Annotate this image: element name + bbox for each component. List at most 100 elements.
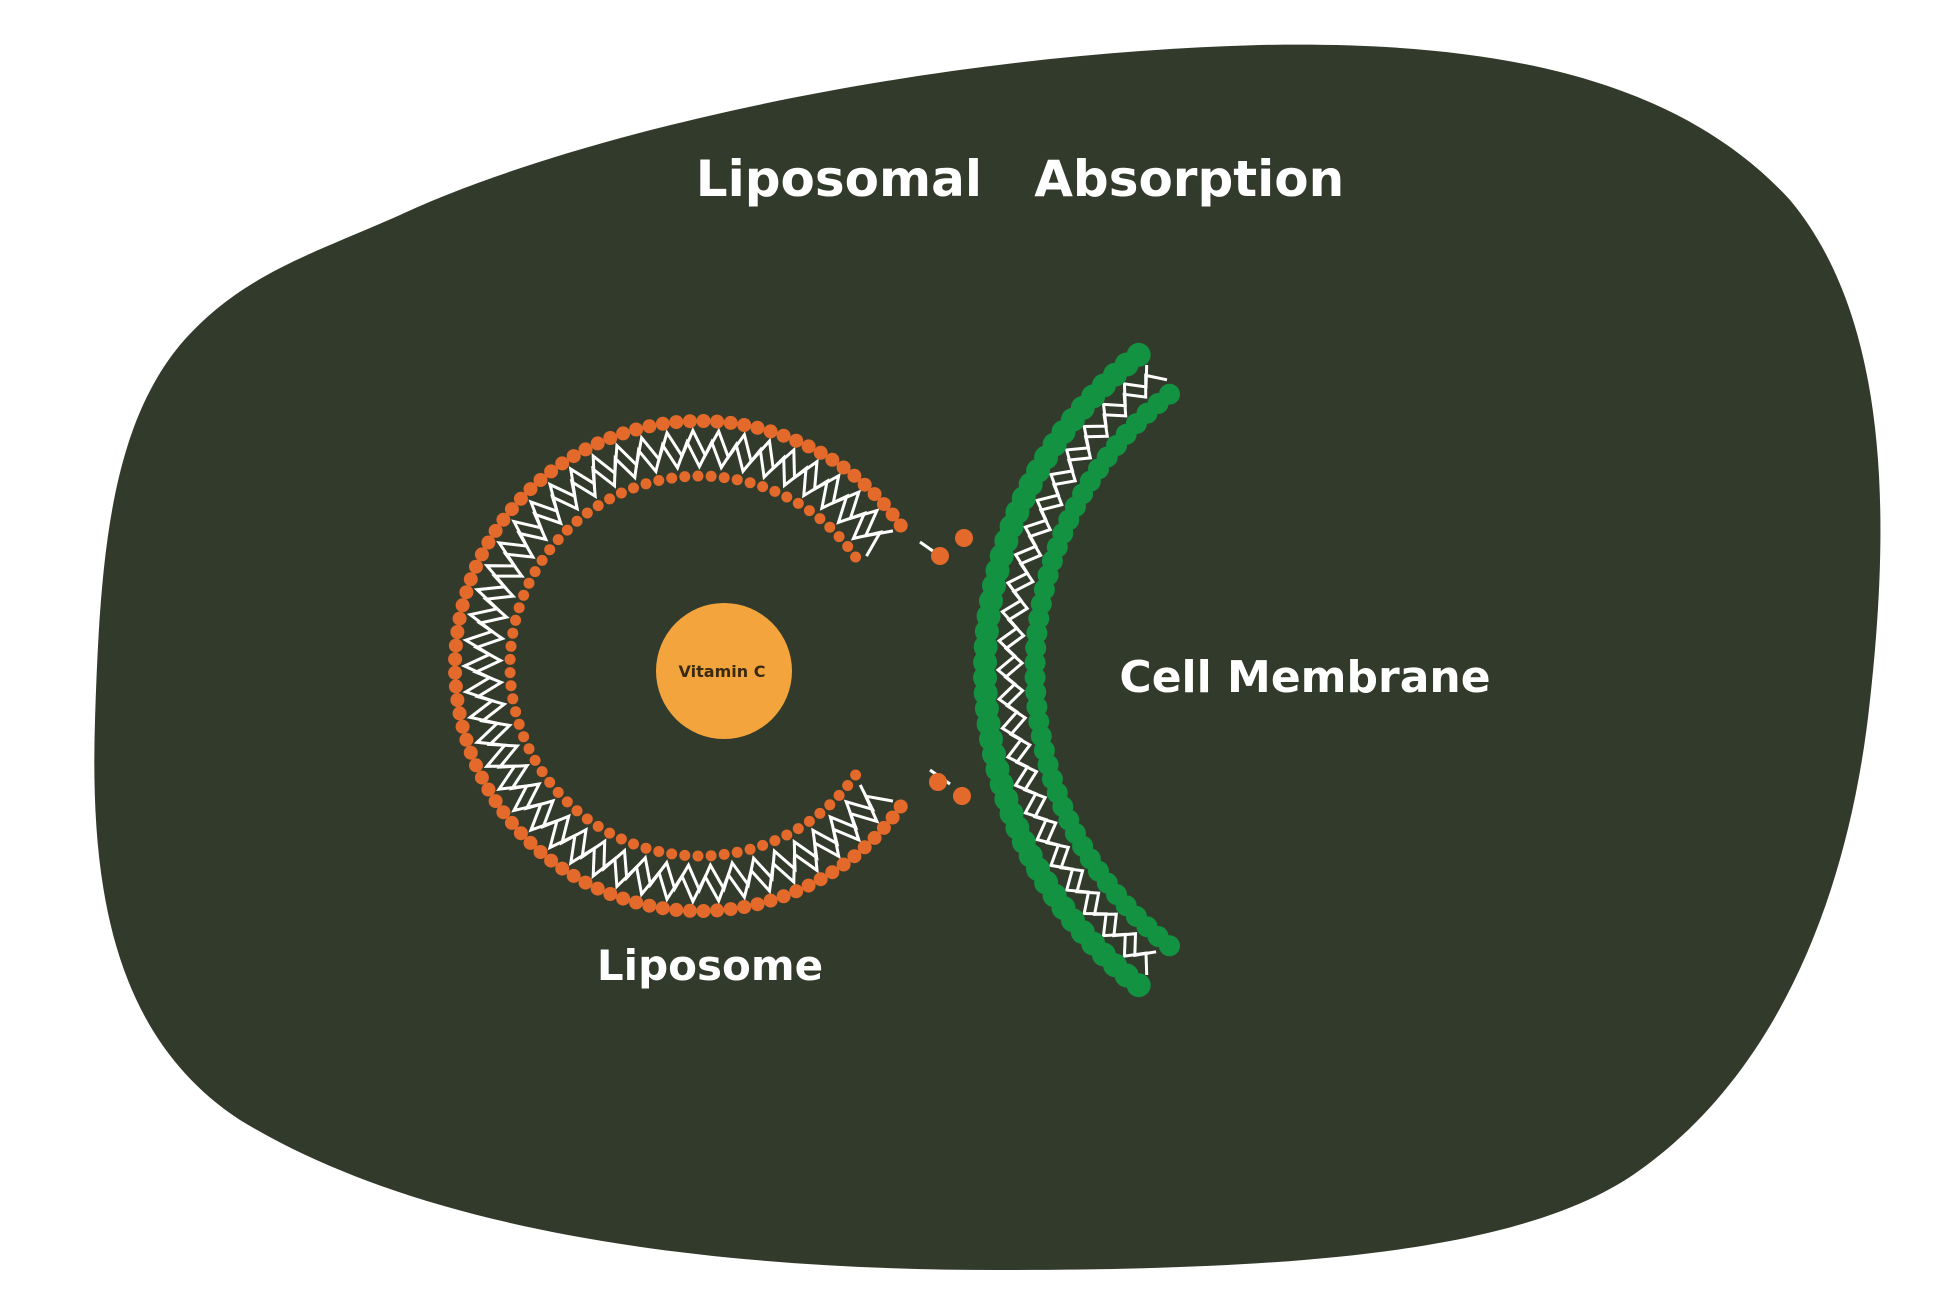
liposome-tails <box>460 427 894 905</box>
liposome-outer-head <box>776 428 791 443</box>
liposome-inner-heads <box>504 470 862 862</box>
liposome-outer-head <box>578 442 593 457</box>
fusion-head <box>953 787 971 805</box>
liposome-inner-head <box>505 680 517 692</box>
liposome-outer-head <box>544 464 559 479</box>
liposome-outer-head <box>737 418 752 432</box>
liposome-inner-head <box>666 848 678 860</box>
liposome-outer-head <box>801 878 816 893</box>
liposome-inner-head <box>803 505 815 517</box>
liposome-inner-head <box>615 487 627 499</box>
membrane-outer-head <box>1126 342 1151 367</box>
liposome-inner-head <box>692 850 704 862</box>
liposome-outer-head <box>533 845 548 859</box>
liposome-outer-head <box>847 468 862 483</box>
liposome-outer-head <box>893 518 908 533</box>
liposome-outer-head <box>488 794 503 809</box>
liposome-inner-head <box>792 823 804 835</box>
liposome-outer-head <box>893 799 908 814</box>
liposome-outer-head <box>629 422 644 437</box>
fusion-head <box>955 529 973 547</box>
liposome-outer-head <box>555 861 570 876</box>
liposome-inner-head <box>842 780 854 791</box>
liposome-outer-head <box>763 893 778 908</box>
liposome-outer-head <box>450 693 465 707</box>
liposome-inner-head <box>666 472 678 484</box>
liposome-inner-head <box>781 491 793 503</box>
liposome-inner-head <box>718 472 730 484</box>
liposome-inner-head <box>507 693 519 705</box>
liposome-outer-head <box>737 900 752 914</box>
vitamin-c-label: Vitamin C <box>679 662 766 681</box>
liposome-outer-head <box>836 460 851 475</box>
liposome-inner-head <box>814 513 826 525</box>
liposome-outer-head <box>616 891 631 906</box>
liposome-inner-head <box>604 493 616 505</box>
liposome-inner-head <box>513 718 525 730</box>
liposome-inner-head <box>824 521 836 533</box>
liposome-inner-head <box>523 577 535 589</box>
liposome-outer-head <box>876 497 891 512</box>
liposome-outer-head <box>789 884 804 899</box>
liposome-inner-head <box>561 524 573 536</box>
liposome-outer-head <box>825 865 840 880</box>
liposome-outer-head <box>857 840 872 855</box>
diagram-title: Liposomal Absorption <box>696 150 1345 208</box>
liposome-outer-head <box>513 491 528 506</box>
liposome-outer-head <box>682 903 697 918</box>
liposome-outer-head <box>448 638 463 653</box>
liposome-inner-head <box>592 500 604 512</box>
liposome-outer-head <box>857 477 872 492</box>
liposome-outer-head <box>750 897 765 912</box>
liposome-outer-head <box>448 679 463 694</box>
liposome-inner-head <box>814 807 826 819</box>
liposome-outer-head <box>642 419 657 434</box>
liposome-outer-head <box>603 431 618 445</box>
liposome-outer-head <box>876 820 891 835</box>
liposome-outer-head <box>578 875 593 890</box>
liposome-outer-head <box>469 758 483 773</box>
liposome-outer-head <box>566 868 581 883</box>
liposome-inner-head <box>833 789 845 801</box>
liposome-inner-head <box>744 843 756 855</box>
liposome-label: Liposome <box>597 941 823 990</box>
liposome-outer-head <box>629 895 644 910</box>
liposome-inner-head <box>769 485 781 497</box>
membrane-outer-heads <box>973 342 1151 998</box>
liposome-inner-head <box>833 531 845 543</box>
liposome-outer-head <box>669 902 684 917</box>
liposome-inner-head <box>552 534 564 546</box>
fusion-head <box>929 773 947 791</box>
liposome-outer-head <box>450 625 465 639</box>
liposome-outer-head <box>867 830 882 845</box>
liposome-inner-head <box>518 589 530 601</box>
membrane-inner-head <box>1024 652 1046 674</box>
liposome-outer-head <box>847 849 862 864</box>
liposome-outer-head <box>867 487 882 502</box>
liposome-inner-head <box>769 835 781 847</box>
liposome-inner-head <box>803 815 815 827</box>
liposome-inner-head <box>536 766 548 778</box>
liposome-outer-head <box>448 665 463 680</box>
liposome-inner-head <box>604 827 616 839</box>
liposome-outer-head <box>885 810 900 825</box>
liposome-outer-head <box>469 559 483 574</box>
liposome-outer-head <box>523 482 538 497</box>
vitamin-c-core <box>656 603 792 739</box>
liposome-outer-head <box>655 416 670 431</box>
liposome-bilayer <box>448 414 908 918</box>
liposome-inner-head <box>640 478 652 490</box>
liposome-outer-head <box>481 782 496 797</box>
liposome-inner-head <box>571 805 583 817</box>
liposome-outer-head <box>452 611 467 626</box>
liposome-outer-head <box>523 835 538 850</box>
liposome-inner-head <box>552 786 564 798</box>
membrane-tail-zigzag <box>1003 373 1168 958</box>
liposome-inner-head <box>523 743 535 755</box>
liposome-outer-head <box>455 598 470 613</box>
membrane-inner-head <box>1159 383 1180 405</box>
liposome-outer-head <box>474 547 489 562</box>
liposome-outer-head <box>504 815 519 830</box>
